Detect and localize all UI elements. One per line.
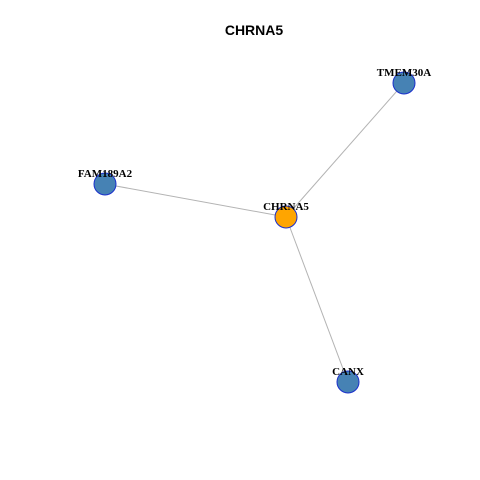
node-fam189a2[interactable] (93, 172, 117, 196)
node-label-fam189a2: FAM189A2 (78, 168, 133, 180)
node-label-tmem30a: TMEM30A (377, 67, 431, 79)
edge-chrna5-fam189a2 (104, 183, 287, 218)
edge-layer (104, 82, 405, 383)
node-canx[interactable] (336, 370, 360, 394)
edge-chrna5-tmem30a (285, 82, 405, 218)
node-label-canx: CANX (332, 366, 364, 378)
diagram-title: CHRNA5 (225, 22, 284, 38)
edge-chrna5-canx (285, 216, 349, 383)
node-label-chrna5: CHRNA5 (263, 201, 309, 213)
node-tmem30a[interactable] (392, 71, 416, 95)
node-chrna5[interactable] (274, 205, 298, 229)
